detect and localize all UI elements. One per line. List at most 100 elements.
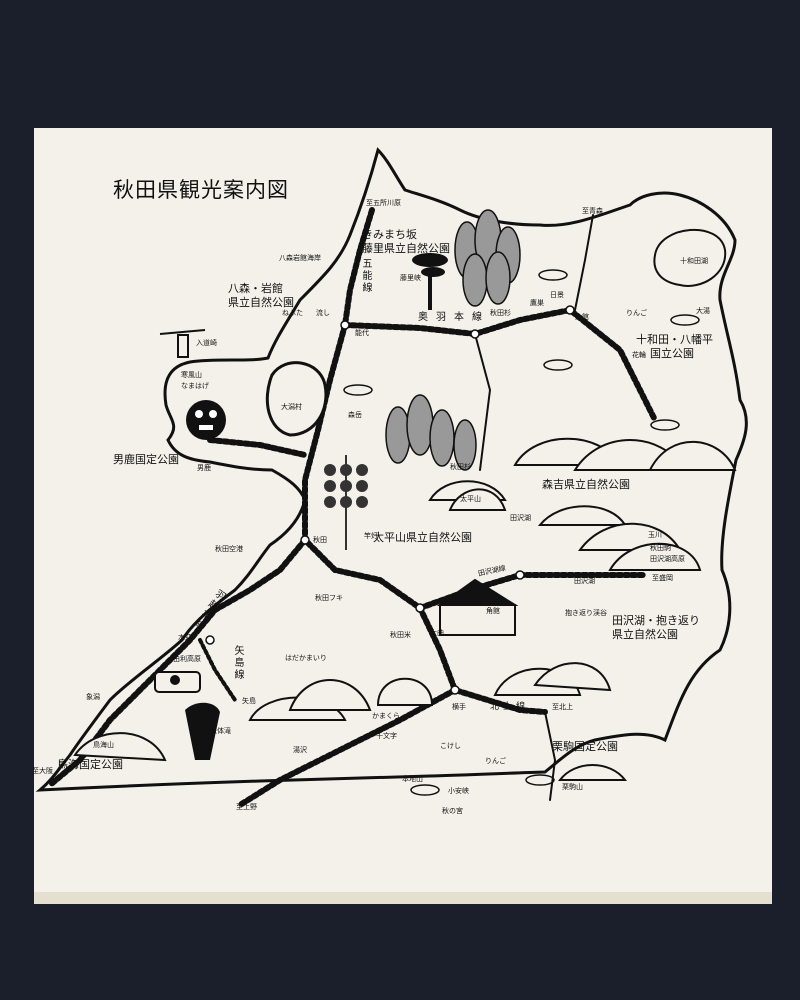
place-label: 竿灯 (364, 532, 378, 540)
park-label: 十和田・八幡平 国立公園 (636, 333, 713, 361)
place-label: 横手 (452, 703, 466, 711)
place-label: 至大阪 (32, 767, 53, 775)
place-label: 田沢湖高原 (650, 555, 685, 563)
place-label: 藤里峡 (400, 274, 421, 282)
rail-gono (342, 207, 375, 328)
place-label: 日景 (550, 291, 564, 299)
station-markers (205, 305, 575, 695)
mountain (557, 764, 628, 781)
mountain (533, 662, 612, 692)
place-label: 至五所川原 (366, 199, 401, 207)
rail-southwest (237, 687, 458, 808)
onsen-icons (343, 269, 700, 796)
place-label: 寒風山 (181, 371, 202, 379)
place-label: 北上線 (490, 702, 530, 712)
place-label: 田沢湖 (510, 514, 531, 522)
place-label: 鷹巣 (530, 299, 544, 307)
place-label: 能代 (355, 329, 369, 337)
place-label: 花輪 (632, 351, 646, 359)
rail-yashima (198, 638, 237, 702)
place-label: 本荘 (178, 634, 192, 642)
place-label: 十文字 (376, 732, 397, 740)
prefecture-outline (35, 147, 748, 792)
mountain (537, 505, 627, 526)
mountain (608, 542, 702, 571)
cedar-forest-south (385, 394, 477, 471)
map-title: 秋田県観光案内図 (113, 178, 289, 202)
place-label: なまはげ (181, 382, 209, 390)
park-label: 森吉県立自然公園 (542, 478, 630, 491)
rail-ou-south (302, 322, 548, 715)
place-label: 秋田駒 (650, 544, 671, 552)
place-label: 法体滝 (210, 727, 231, 735)
mountain (448, 488, 507, 511)
place-label: 十和田湖 (680, 257, 708, 265)
park-line: 国立公園 (650, 346, 694, 360)
place-label: ねぶた (282, 309, 303, 317)
mountain-chokai (73, 732, 167, 762)
park-label: きみまち坂 藤里県立自然公園 (362, 228, 450, 256)
park-label: 鳥海国定公園 (57, 758, 123, 771)
rail-line-label: 矢島線 (232, 645, 243, 681)
place-label: 至北上 (552, 703, 573, 711)
cow-illustration (154, 671, 201, 693)
park-label: 男鹿国定公園 (113, 453, 179, 466)
park-label: 八森・岩館 県立自然公園 (228, 282, 294, 310)
namahage-illustration (186, 400, 226, 440)
waterfall-illustration (185, 702, 220, 760)
lake-towada (653, 229, 727, 287)
place-label: 玉川 (648, 531, 662, 539)
place-label: 秋田フキ (315, 594, 343, 602)
place-label: 秋田空港 (215, 545, 243, 553)
park-line: きみまち坂 (362, 228, 417, 241)
rail-oga (207, 437, 308, 458)
place-label: 男鹿 (197, 464, 211, 472)
park-label: 田沢湖・抱き返り 県立自然公園 (612, 614, 700, 642)
place-label: はだかまいり (285, 654, 327, 662)
place-label: 本地山 (402, 775, 423, 783)
mountain (648, 440, 737, 471)
road-north (474, 333, 492, 471)
place-label: りんご (485, 757, 506, 765)
rail-ou (342, 306, 658, 423)
park-label: 栗駒国定公園 (552, 740, 618, 753)
road-southeast (544, 711, 557, 801)
pine-tree (412, 253, 448, 310)
place-label: 秋田杉 (450, 463, 471, 471)
lighthouse-illustration (159, 329, 206, 358)
park-label: 太平山県立自然公園 (373, 531, 472, 544)
place-label: 太平山 (460, 495, 481, 503)
place-label: 大潟村 (281, 403, 302, 411)
samurai-house-illustration (436, 578, 519, 636)
place-label: かまくら (372, 712, 400, 720)
place-label: 八森岩館海岸 (279, 254, 321, 262)
lake-hachirogata (265, 361, 328, 437)
park-line: 十和田・八幡平 (636, 333, 713, 346)
place-label: 小安峡 (448, 787, 469, 795)
place-label: 大曲 (430, 629, 444, 637)
rail-line-label: 五能線 (360, 258, 371, 294)
place-label: 角館 (486, 607, 500, 615)
page-edge (34, 892, 772, 904)
cedar-forest-north (454, 209, 521, 307)
place-label: 大湯 (696, 307, 710, 315)
place-label: 栗駒山 (562, 783, 583, 791)
place-label: 秋田杉 (490, 309, 511, 317)
place-label: 秋の宮 (442, 807, 463, 815)
place-label: 秋田米 (390, 631, 411, 639)
place-label: 田沢湖 (574, 577, 595, 585)
kanto-illustration (324, 455, 368, 550)
place-label: 由利高原 (173, 655, 201, 663)
place-label: 至上野 (236, 803, 257, 811)
place-label: 至盛岡 (652, 574, 673, 582)
map-page (34, 128, 772, 900)
park-line: 藤里県立自然公園 (362, 241, 450, 255)
place-label: 田沢湖線 (477, 564, 507, 578)
park-line: 八森・岩館 (228, 282, 283, 295)
place-label: 至青森 (582, 207, 603, 215)
park-line: 田沢湖・抱き返り (612, 614, 700, 627)
place-label: 抱き返り渓谷 (565, 609, 607, 617)
place-label: 鳥海山 (93, 741, 114, 749)
place-label: 森岳 (348, 411, 362, 419)
kamakura-illustration (376, 677, 434, 706)
